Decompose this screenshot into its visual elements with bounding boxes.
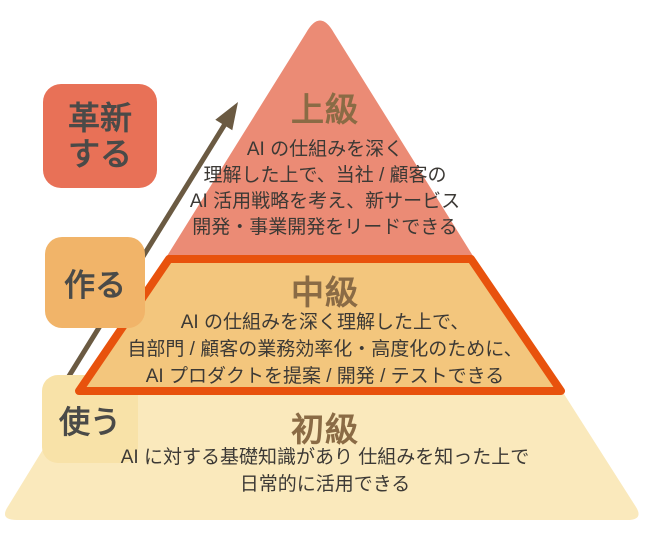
description-line: AI の仕組みを深く — [246, 139, 404, 160]
level-title-advanced: 上級 — [291, 91, 359, 128]
description-line: 日常的に活用できる — [239, 474, 411, 495]
side-label-make: 作る — [64, 268, 126, 303]
level-description-beginner: AI に対する基礎知識があり 仕組みを知った上で 日常的に活用できる — [0, 444, 650, 498]
description-line: 理解した上で、当社 / 顧客の — [203, 165, 447, 186]
side-label-use: 使う — [59, 404, 121, 440]
level-title-beginner: 初級 — [291, 411, 359, 448]
use-box-shape — [42, 375, 138, 463]
level-advanced-shape — [167, 20, 473, 256]
level-title-intermediate: 中級 — [291, 274, 359, 311]
level-description-intermediate: AI の仕組みを深く理解した上で、 自部門 / 顧客の業務効率化・高度化のために… — [0, 309, 650, 390]
growth-arrow-head-icon — [215, 102, 238, 131]
innovate-box-shape — [43, 84, 157, 188]
level-beginner-shape — [4, 394, 639, 520]
description-line: AI プロダクトを提案 / 開発 / テストできる — [145, 366, 505, 387]
make-box-shape — [45, 237, 145, 328]
description-line: 開発・事業開発をリードできる — [192, 217, 458, 238]
description-line: 自部門 / 顧客の業務効率化・高度化のために、 — [127, 339, 523, 360]
description-line: AI に対する基礎知識があり 仕組みを知った上で — [120, 447, 530, 468]
level-intermediate-shape — [75, 255, 565, 395]
description-line: AI 活用戦略を考え、新サービス — [189, 191, 461, 212]
side-label-innovate: 革新 する — [67, 100, 132, 172]
level-description-advanced: AI の仕組みを深く 理解した上で、当社 / 顧客の AI 活用戦略を考え、新サ… — [0, 137, 650, 241]
description-line: AI の仕組みを深く理解した上で、 — [180, 312, 470, 333]
